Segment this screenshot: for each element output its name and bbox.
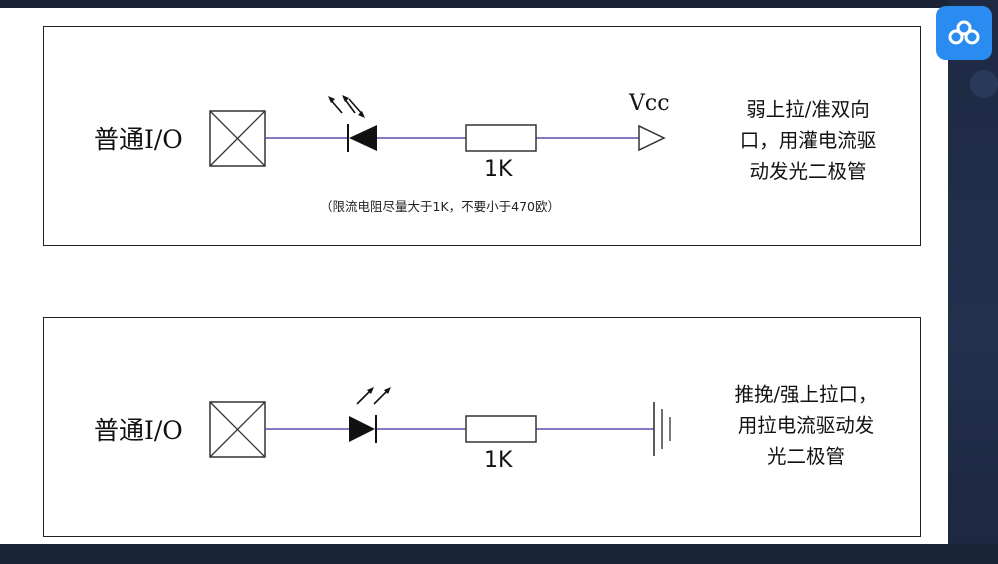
description-line: 推挽/强上拉口， <box>734 383 878 406</box>
led-icon <box>328 95 377 152</box>
circuit-source <box>209 387 671 458</box>
resistor-icon <box>465 415 537 443</box>
resistor-label: 1K <box>484 157 513 182</box>
ground-icon <box>653 402 671 456</box>
io-label: 普通I/O <box>94 125 183 154</box>
side-panel-avatar <box>970 70 998 98</box>
io-pin-box <box>209 110 266 167</box>
diagram-panel-source: 普通I/O <box>43 317 921 537</box>
description-line: 动发光二极管 <box>749 160 867 183</box>
resistor-note: （限流电阻尽量大于1K，不要小于470欧） <box>320 199 561 214</box>
vcc-label: Vcc <box>629 91 670 116</box>
cloud-link-icon <box>948 20 980 45</box>
panel-description: 弱上拉/准双向 口，用灌电流驱 动发光二极管 <box>712 94 904 187</box>
slide: 普通I/O <box>0 8 948 544</box>
description-line: 光二极管 <box>766 445 845 468</box>
panel-description: 推挽/强上拉口， 用拉电流驱动发 光二极管 <box>708 379 904 472</box>
description-line: 用拉电流驱动发 <box>737 414 875 437</box>
vcc-symbol-icon <box>638 124 666 152</box>
resistor-label: 1K <box>484 448 513 473</box>
cloud-button[interactable] <box>936 6 992 60</box>
diagram-panel-sink: 普通I/O <box>43 26 921 246</box>
description-line: 弱上拉/准双向 <box>746 98 870 121</box>
io-label: 普通I/O <box>94 416 183 445</box>
description-line: 口，用灌电流驱 <box>739 129 877 152</box>
circuit-sink <box>209 95 666 167</box>
resistor-icon <box>465 124 537 152</box>
io-pin-box <box>209 401 266 458</box>
top-strip <box>0 0 998 8</box>
bottom-bar <box>0 544 998 564</box>
led-icon <box>349 387 391 443</box>
